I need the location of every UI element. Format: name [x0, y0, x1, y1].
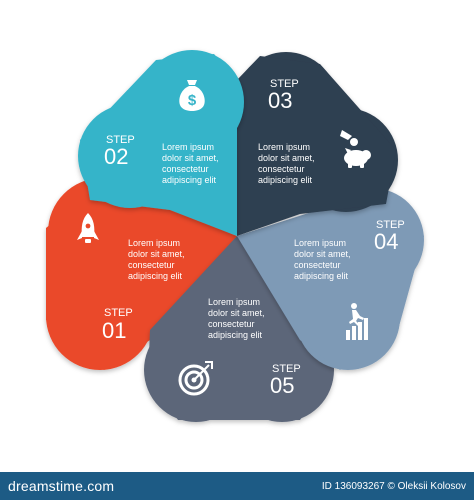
step-05-body-line-2: dolor sit amet, [208, 308, 265, 318]
step-03-body-line-1: Lorem ipsum [258, 142, 310, 152]
step-02-body-line-4: adipiscing elit [162, 175, 217, 185]
segment-step-05 [144, 236, 334, 422]
step-03-number: 03 [268, 88, 292, 113]
step-01-number: 01 [102, 318, 126, 343]
step-05-label: STEP [272, 363, 301, 375]
petal-05-wedge [148, 236, 330, 420]
step-03-body-line-3: consectetur [258, 164, 305, 174]
step-04-body-line-2: dolor sit amet, [294, 249, 351, 259]
petal-04-wedge [237, 190, 424, 370]
segment-step-04 [237, 188, 424, 370]
step-02-label: STEP [106, 134, 135, 146]
svg-text:$: $ [188, 92, 197, 109]
money-bag-icon: $ [179, 80, 205, 111]
rocket-icon [77, 213, 99, 243]
step-04-body-line-3: consectetur [294, 260, 341, 270]
step-01-body-line-1: Lorem ipsum [128, 238, 180, 248]
step-05-body-line-3: consectetur [208, 319, 255, 329]
step-04-body-line-4: adipiscing elit [294, 271, 349, 281]
step-01-label: STEP [104, 307, 133, 319]
step-02-body-line-2: dolor sit amet, [162, 153, 219, 163]
footer-credit: ID 136093267 © Oleksii Kolosov [321, 480, 466, 492]
step-03-body-line-2: dolor sit amet, [258, 153, 315, 163]
step-05-number: 05 [270, 373, 294, 398]
petal-03-wedge [237, 56, 396, 236]
step-05-body-line-1: Lorem ipsum [208, 297, 260, 307]
step-01-body-line-3: consectetur [128, 260, 175, 270]
step-04-body-line-1: Lorem ipsum [294, 238, 346, 248]
footer-bar: dreamstime.com ID 136093267 © Oleksii Ko… [0, 472, 474, 500]
growth-chart-icon [346, 303, 368, 340]
piggy-bank-icon [340, 130, 371, 168]
step-02-body-line-1: Lorem ipsum [162, 142, 214, 152]
flower-infographic: STEP 01 Lorem ipsum dolor sit amet, cons… [46, 50, 424, 422]
target-icon [178, 361, 213, 396]
footer-brand[interactable]: dreamstime.com [8, 478, 115, 494]
segment-step-02 [78, 50, 244, 236]
step-03-body-line-4: adipiscing elit [258, 175, 313, 185]
step-01-body-line-4: adipiscing elit [128, 271, 183, 281]
step-04-number: 04 [374, 229, 398, 254]
step-02-body-line-3: consectetur [162, 164, 209, 174]
step-05-body-line-4: adipiscing elit [208, 330, 263, 340]
step-03-label: STEP [270, 78, 299, 90]
step-02-number: 02 [104, 144, 128, 169]
step-04-label: STEP [376, 219, 405, 231]
step-01-body-line-2: dolor sit amet, [128, 249, 185, 259]
